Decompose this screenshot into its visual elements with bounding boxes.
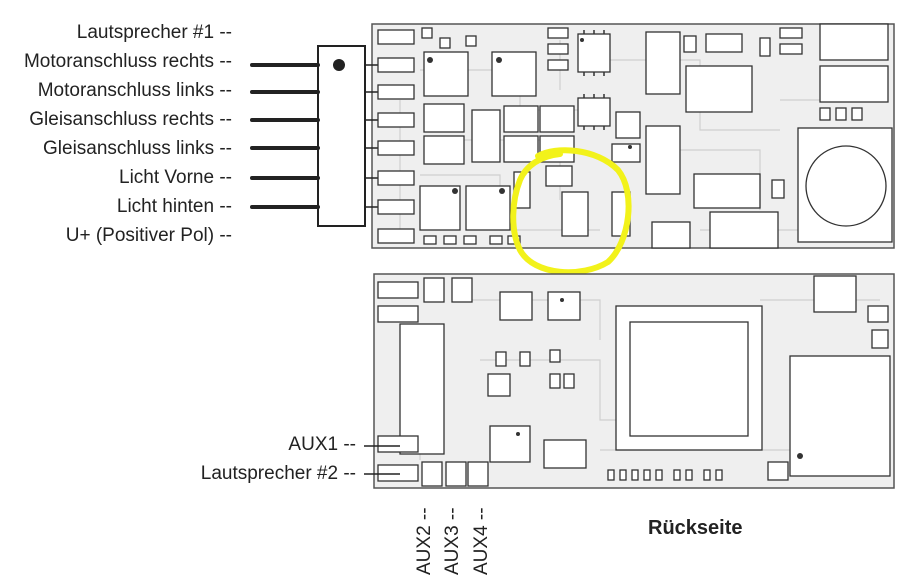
label-light-front: Licht Vorne -- [119,167,232,188]
label-lautsprecher-1: Lautsprecher #1 -- [76,22,232,43]
label-aux2: AUX2 -- [414,507,435,575]
label-track-right: Gleisanschluss rechts -- [29,109,232,130]
label-light-rear: Licht hinten -- [116,196,232,217]
label-motor-left: Motoranschluss links -- [37,80,232,101]
label-aux4: AUX4 -- [471,507,492,575]
back-side-title: Rückseite [648,517,743,539]
label-speaker-2: Lautsprecher #2 -- [200,463,356,484]
label-aux1: AUX1 -- [288,434,356,455]
pin-header [250,45,412,227]
label-track-left: Gleisanschluss links -- [43,138,232,159]
label-aux3: AUX3 -- [442,507,463,575]
label-motor-right: Motoranschluss rechts -- [23,51,232,72]
highlight-circle [510,147,632,276]
label-positive-pole: U+ (Positiver Pol) -- [65,225,232,246]
